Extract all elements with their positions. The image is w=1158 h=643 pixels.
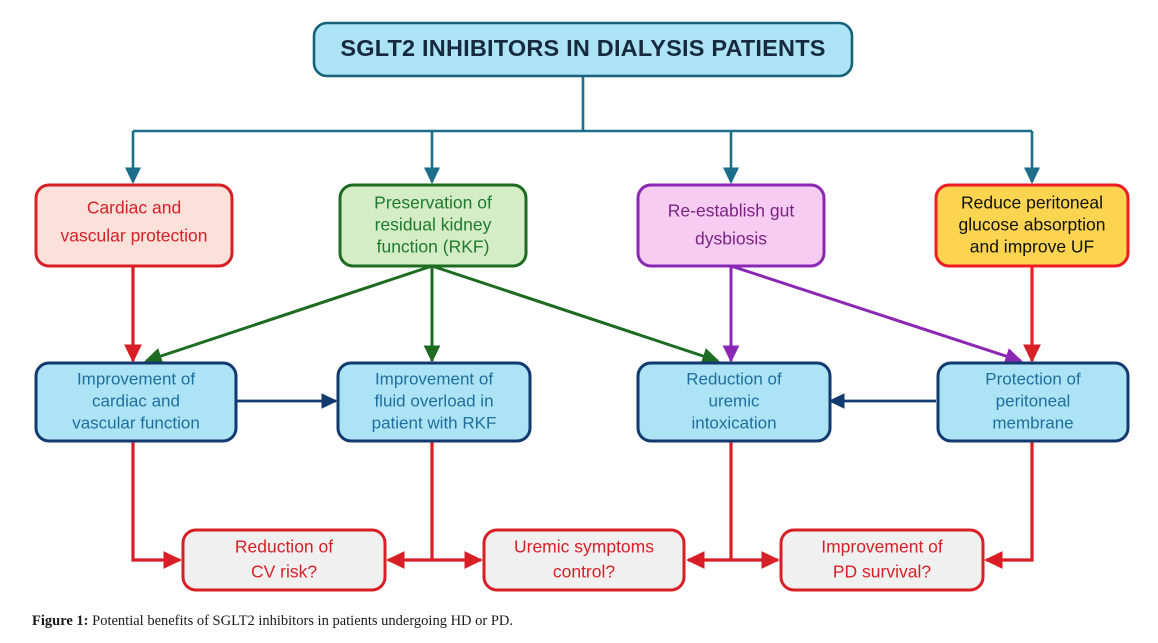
node-reduction-cv-risk-line1: Reduction of	[235, 537, 333, 557]
connector-rkf-to-uremic	[431, 264, 720, 365]
node-cardiac-vascular-protection-line2: vascular protection	[61, 226, 208, 246]
node-protect-peritoneal-membrane-line1: Protection of	[985, 369, 1081, 388]
node-protect-peritoneal-membrane-box[interactable]	[936, 361, 1130, 443]
node-improve-cardiac-vascular-function-box[interactable]	[34, 361, 238, 443]
node-title[interactable]: SGLT2 INHIBITORS IN DIALYSIS PATIENTS	[312, 21, 854, 78]
connector-rkf-to-cardiacfunction	[144, 264, 433, 365]
node-reduce-uremic-intoxication-box[interactable]	[636, 361, 832, 443]
connector-dysbiosis-to-peritoneal	[730, 264, 1023, 365]
node-gut-dysbiosis-box[interactable]	[636, 183, 826, 268]
node-improve-cardiac-vascular-function-line1: Improvement of	[77, 369, 195, 388]
node-improve-cardiac-vascular-function[interactable]: Improvement of cardiac and vascular func…	[34, 361, 238, 443]
node-reduction-cv-risk-line2: CV risk?	[251, 562, 317, 582]
node-improvement-pd-survival-line1: Improvement of	[821, 537, 943, 557]
node-reduce-peritoneal-glucose-box[interactable]	[934, 183, 1130, 268]
flowchart-canvas: SGLT2 INHIBITORS IN DIALYSIS PATIENTS Ca…	[34, 21, 1130, 592]
node-preservation-rkf[interactable]: Preservation of residual kidney function…	[338, 183, 528, 268]
node-improve-fluid-overload[interactable]: Improvement of fluid overload in patient…	[336, 361, 532, 443]
connector-group-title-to-benefits	[124, 76, 1041, 185]
connector-group-mechanisms-to-outcomes	[131, 441, 1034, 569]
node-uremic-symptoms-control-box[interactable]	[482, 528, 686, 592]
connector-group-benefits-to-mechanisms	[124, 264, 1041, 365]
figure-caption-label: Figure 1:	[32, 613, 89, 629]
node-title-box[interactable]	[312, 21, 854, 78]
node-cardiac-vascular-protection[interactable]: Cardiac and vascular protection	[34, 183, 234, 268]
node-preservation-rkf-line2: residual kidney	[375, 215, 492, 235]
node-reduction-cv-risk[interactable]: Reduction of CV risk?	[181, 528, 387, 592]
node-reduce-uremic-intoxication-line2: uremic	[708, 391, 760, 410]
node-preservation-rkf-line1: Preservation of	[374, 193, 492, 213]
node-gut-dysbiosis-line2: dysbiosis	[695, 229, 767, 249]
connector-cardiacfunction-to-cvrisk	[131, 441, 182, 569]
node-preservation-rkf-box[interactable]	[338, 183, 528, 268]
node-reduce-uremic-intoxication-line3: intoxication	[691, 413, 776, 432]
node-gut-dysbiosis[interactable]: Re-establish gut dysbiosis	[636, 183, 826, 268]
node-improve-fluid-overload-line3: patient with RKF	[372, 413, 497, 432]
figure-caption: Figure 1: Potential benefits of SGLT2 in…	[32, 612, 1132, 631]
node-title-label: SGLT2 INHIBITORS IN DIALYSIS PATIENTS	[340, 35, 825, 61]
node-improvement-pd-survival-box[interactable]	[779, 528, 985, 592]
node-cardiac-vascular-protection-line1: Cardiac and	[87, 198, 181, 218]
node-improvement-pd-survival[interactable]: Improvement of PD survival?	[779, 528, 985, 592]
node-improve-cardiac-vascular-function-line2: cardiac and	[92, 391, 180, 410]
node-preservation-rkf-line3: function (RKF)	[377, 237, 490, 257]
node-improve-fluid-overload-box[interactable]	[336, 361, 532, 443]
node-uremic-symptoms-control-line2: control?	[553, 562, 616, 582]
connector-peritoneal-to-pdsurvival	[984, 441, 1034, 569]
figure-caption-text: Potential benefits of SGLT2 inhibitors i…	[88, 613, 514, 629]
node-protect-peritoneal-membrane-line2: peritoneal	[996, 391, 1071, 410]
node-gut-dysbiosis-line1: Re-establish gut	[668, 201, 795, 221]
node-improve-cardiac-vascular-function-line3: vascular function	[72, 413, 200, 432]
node-improve-fluid-overload-line2: fluid overload in	[374, 391, 493, 410]
node-protect-peritoneal-membrane[interactable]: Protection of peritoneal membrane	[936, 361, 1130, 443]
node-reduce-peritoneal-glucose-line2: glucose absorption	[959, 215, 1106, 235]
node-reduce-uremic-intoxication-line1: Reduction of	[686, 369, 782, 388]
node-improvement-pd-survival-line2: PD survival?	[833, 562, 931, 582]
node-improve-fluid-overload-line1: Improvement of	[375, 369, 493, 388]
node-reduce-peritoneal-glucose-line1: Reduce peritoneal	[961, 193, 1103, 213]
node-uremic-symptoms-control[interactable]: Uremic symptoms control?	[482, 528, 686, 592]
node-reduction-cv-risk-box[interactable]	[181, 528, 387, 592]
node-cardiac-vascular-protection-box[interactable]	[34, 183, 234, 268]
node-reduce-peritoneal-glucose[interactable]: Reduce peritoneal glucose absorption and…	[934, 183, 1130, 268]
node-uremic-symptoms-control-line1: Uremic symptoms	[514, 537, 654, 557]
node-reduce-uremic-intoxication[interactable]: Reduction of uremic intoxication	[636, 361, 832, 443]
node-protect-peritoneal-membrane-line3: membrane	[992, 413, 1073, 432]
node-reduce-peritoneal-glucose-line3: and improve UF	[970, 237, 1095, 257]
